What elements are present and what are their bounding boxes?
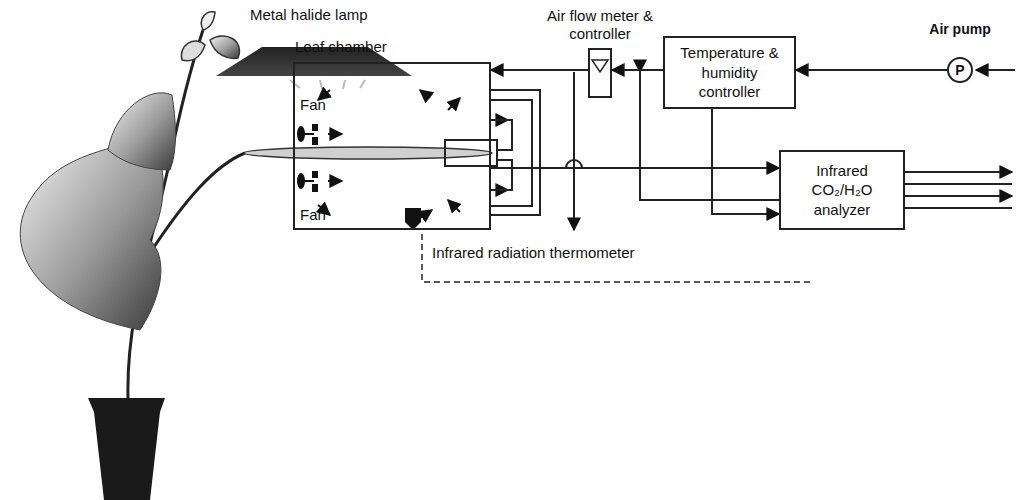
pipe-connector <box>491 167 779 169</box>
thermometer-sensor <box>405 208 421 230</box>
air-pump: Air pumpP <box>947 57 973 83</box>
node-heading: Air pump <box>929 21 990 37</box>
small-leaf <box>181 41 205 61</box>
node-text: Temperature & humidity controller <box>671 43 788 102</box>
enclosed-leaf <box>244 147 492 159</box>
pipe-connector <box>491 69 588 71</box>
lamp-light <box>290 80 365 89</box>
exhaust-pipe <box>905 207 1012 209</box>
flow-meter-float <box>592 60 608 72</box>
node-text: P <box>955 62 964 78</box>
small-leaf <box>210 36 239 58</box>
node-heading: Leaf chamber <box>295 38 387 55</box>
node-text: Infrared CO₂/H₂O analyzer <box>787 161 897 220</box>
fan-label: Fan <box>300 206 326 223</box>
airflow-arrow <box>318 90 508 218</box>
fan-symbol <box>297 124 318 145</box>
pot <box>88 398 165 500</box>
recirculation-pipe <box>490 90 540 215</box>
pipe-connector <box>712 109 779 214</box>
thermometer-lead <box>422 234 812 282</box>
node-heading: Air flow meter & controller <box>540 7 660 45</box>
exhaust-pipe <box>905 195 1012 197</box>
exhaust-pipe <box>905 183 1012 185</box>
fan-label: Fan <box>300 96 326 113</box>
flow-meter: Air flow meter & controller <box>588 48 612 98</box>
leaf-chamber: Leaf chamber <box>293 62 491 230</box>
medium-leaf <box>108 93 176 170</box>
pipe-connector <box>796 69 947 71</box>
controller-box: Temperature & humidity controller <box>663 36 796 109</box>
sample-pipe <box>573 72 575 230</box>
lamp-label: Metal halide lamp <box>250 6 368 23</box>
fan-symbol <box>297 171 318 192</box>
pipe-connector <box>612 69 663 71</box>
analyzer-box: Infrared CO₂/H₂O analyzer <box>779 150 905 230</box>
small-leaf <box>201 12 215 30</box>
thermometer-label: Infrared radiation thermometer <box>432 244 635 261</box>
exhaust-pipe <box>905 171 1012 173</box>
air-inlet <box>976 69 1015 71</box>
